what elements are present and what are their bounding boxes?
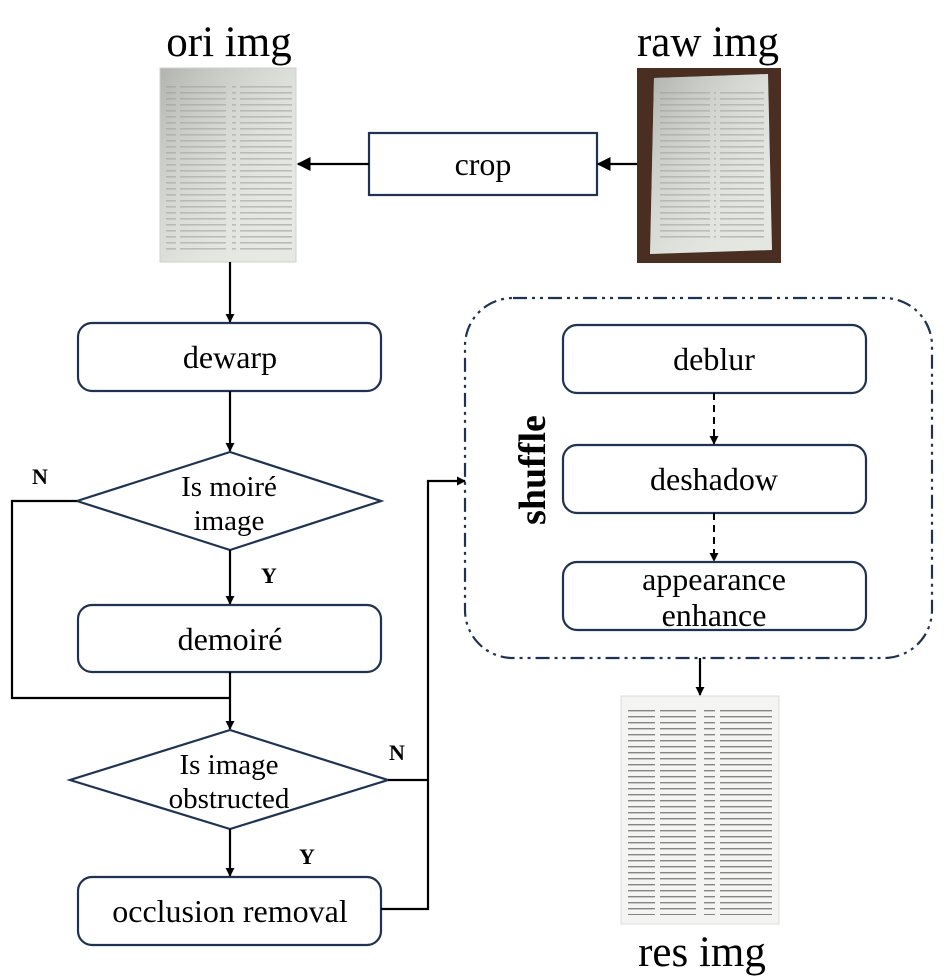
occlusion-removal-box [76,875,383,947]
dewarp-label: dewarp [183,339,277,375]
deshadow-label: deshadow [650,461,778,497]
raw-image-thumbnail [637,68,781,263]
ori-image-thumbnail [159,67,297,263]
ori-img-title: ori img [166,19,291,66]
appearance-enhance-line2: enhance [662,597,767,633]
appearance-enhance-line1: appearance [642,561,786,597]
moire-yes-label: Y [261,563,277,588]
appearance-enhance-box [561,560,868,632]
moire-decision-line2: image [194,505,265,537]
res-image-thumbnail [620,695,780,925]
shuffle-group-border [463,296,934,660]
obstructed-decision-line2: obstructed [169,783,290,815]
obstructed-no-label: N [389,740,405,765]
crop-label: crop [455,146,512,182]
obstructed-decision-line1: Is image [179,749,278,781]
moire-no-label: N [32,464,48,489]
obstructed-yes-label: Y [299,844,315,869]
deblur-label: deblur [673,341,755,377]
shuffle-group-label: shuffle [512,415,554,525]
moire-decision-line1: Is moiré [181,471,277,503]
occlusion-to-shuffle-line [381,476,466,911]
demoire-label: demoiré [178,621,283,657]
occlusion-removal-label: occlusion removal [112,893,348,929]
moire-no-branch-line [10,499,230,700]
res-img-title: res img [638,929,766,976]
raw-img-title: raw img [637,19,779,66]
